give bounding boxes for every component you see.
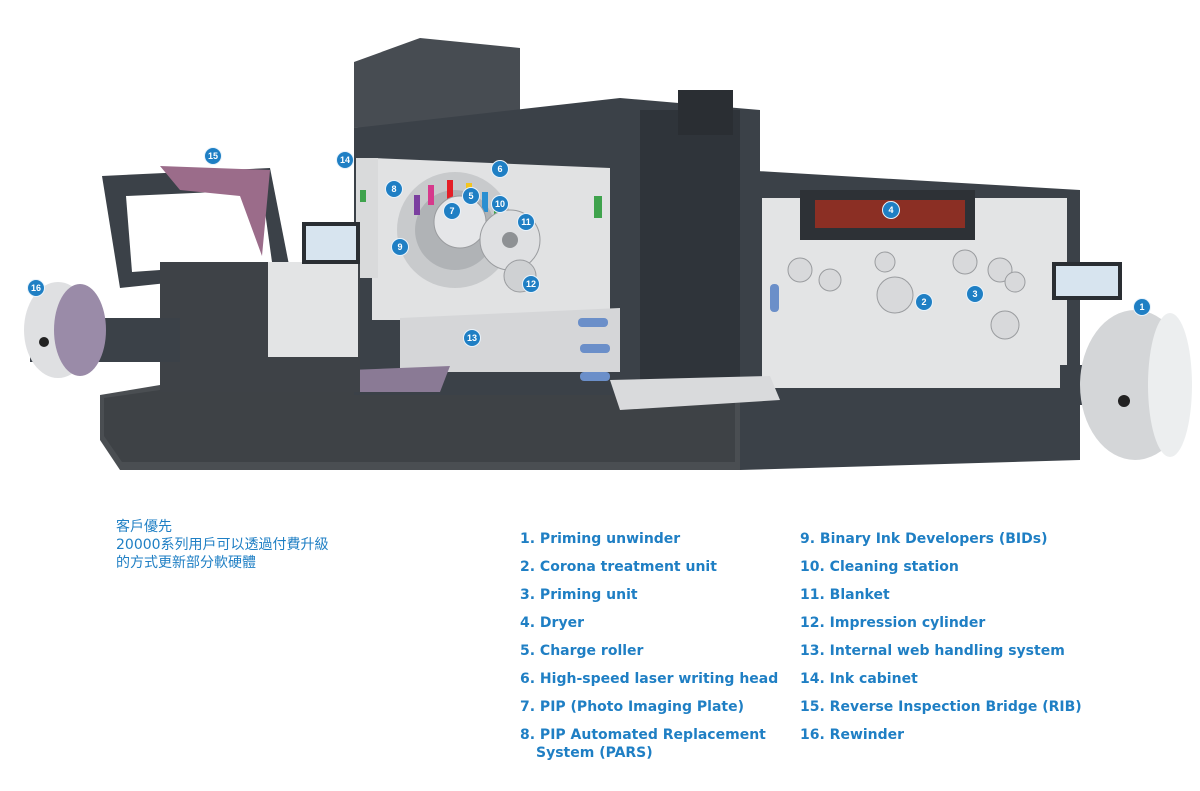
printed-web-2	[340, 366, 450, 392]
pip-drum	[433, 195, 487, 249]
intro-heading: 客戶優先	[116, 519, 172, 535]
legend-item: 13. Internal web handling system	[800, 643, 1065, 659]
callout-7: 7	[443, 202, 461, 220]
legend-item: 2. Corona treatment unit	[520, 559, 717, 575]
legend-item: 8. PIP Automated Replacement System (PAR…	[520, 726, 778, 762]
legend-item: 10. Cleaning station	[800, 559, 959, 575]
legend-item: 1. Priming unwinder	[520, 531, 681, 547]
callout-11: 11	[517, 213, 535, 231]
callout-14: 14	[336, 151, 354, 169]
callout-9: 9	[391, 238, 409, 256]
rewinder-roll-side	[54, 284, 106, 376]
engine-chimney	[678, 90, 733, 135]
legend-item-line-2: System (PARS)	[536, 745, 653, 761]
callout-3: 3	[966, 285, 984, 303]
callout-4: 4	[882, 201, 900, 219]
legend-item: 3. Priming unit	[520, 587, 638, 603]
legend-item: 14. Ink cabinet	[800, 671, 918, 687]
legend-right-column: 9. Binary Ink Developers (BIDs) 10. Clea…	[800, 530, 1082, 754]
legend-item: 5. Charge roller	[520, 643, 644, 659]
callout-16: 16	[27, 279, 45, 297]
intro-text: 客戶優先 20000系列用戶可以透過付費升級 的方式更新部分軟硬體	[116, 518, 329, 572]
callout-10: 10	[491, 195, 509, 213]
legend-item: 15. Reverse Inspection Bridge (RIB)	[800, 699, 1082, 715]
print-engine-top	[354, 38, 520, 128]
press-illustration	[24, 38, 1192, 470]
rib-window	[126, 190, 272, 272]
intro-line-1: 20000系列用戶可以透過付費升級	[116, 537, 329, 553]
callout-1: 1	[1133, 298, 1151, 316]
printed-web-top	[160, 166, 270, 256]
legend-item: 6. High-speed laser writing head	[520, 671, 779, 687]
legend-item: 11. Blanket	[800, 587, 890, 603]
legend-item: 16. Rewinder	[800, 727, 905, 743]
legend-item: 12. Impression cylinder	[800, 615, 986, 631]
intro-line-2: 的方式更新部分軟硬體	[116, 555, 256, 571]
callout-5: 5	[462, 187, 480, 205]
callout-6: 6	[491, 160, 509, 178]
web-handling	[400, 308, 620, 372]
callout-2: 2	[915, 293, 933, 311]
legend-item: 7. PIP (Photo Imaging Plate)	[520, 699, 744, 715]
callout-15: 15	[204, 147, 222, 165]
engine-column	[640, 110, 740, 395]
unwinder-roll-face	[1148, 313, 1192, 457]
callout-8: 8	[385, 180, 403, 198]
legend-item-line-1: 8. PIP Automated Replacement	[520, 727, 766, 743]
priming-rollers	[787, 249, 1026, 340]
callout-12: 12	[522, 275, 540, 293]
legend-left-column: 1. Priming unwinder 2. Corona treatment …	[520, 530, 778, 772]
walkway-top	[104, 390, 735, 462]
callout-13: 13	[463, 329, 481, 347]
web-to-right	[610, 376, 780, 410]
legend-item: 9. Binary Ink Developers (BIDs)	[800, 531, 1048, 547]
ink-cabinet-door	[356, 158, 378, 278]
legend-item: 4. Dryer	[520, 615, 584, 631]
